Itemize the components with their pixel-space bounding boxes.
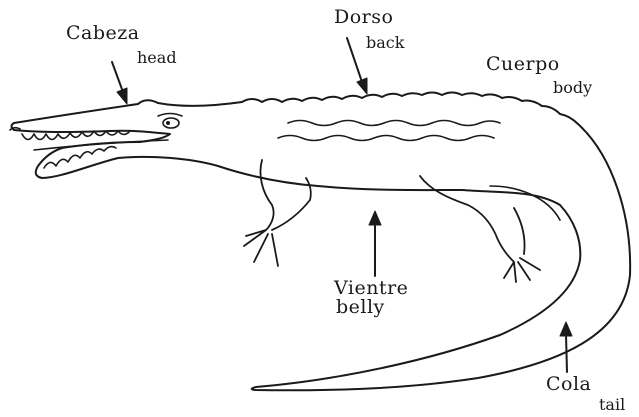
body-label-spanish: Cuerpo [486,55,560,74]
back-label-spanish: Dorso [334,8,393,27]
head-arrow-shaft [112,62,123,92]
brow-ridge [158,114,182,117]
tail-label-english: tail [599,397,625,413]
tail-arrowhead [560,322,572,336]
head-arrowhead [117,88,127,104]
back-label-english: back [366,35,404,51]
body-label-english: body [553,80,592,96]
crocodile-outline [12,93,631,391]
head-label-english: head [137,50,177,66]
back-scale-line-2 [278,136,494,141]
belly-arrowhead [369,211,381,225]
eye-pupil [166,121,170,125]
tail-label-spanish: Cola [546,375,591,394]
lower-teeth [44,147,116,168]
tail-arrow-shaft [566,335,567,372]
eye [163,118,179,128]
back-arrow-shaft [347,38,362,82]
back-arrowhead [357,78,367,94]
belly-label-english: belly [336,298,385,317]
back-scale-line-1 [288,121,500,126]
head-label-spanish: Cabeza [66,24,140,43]
